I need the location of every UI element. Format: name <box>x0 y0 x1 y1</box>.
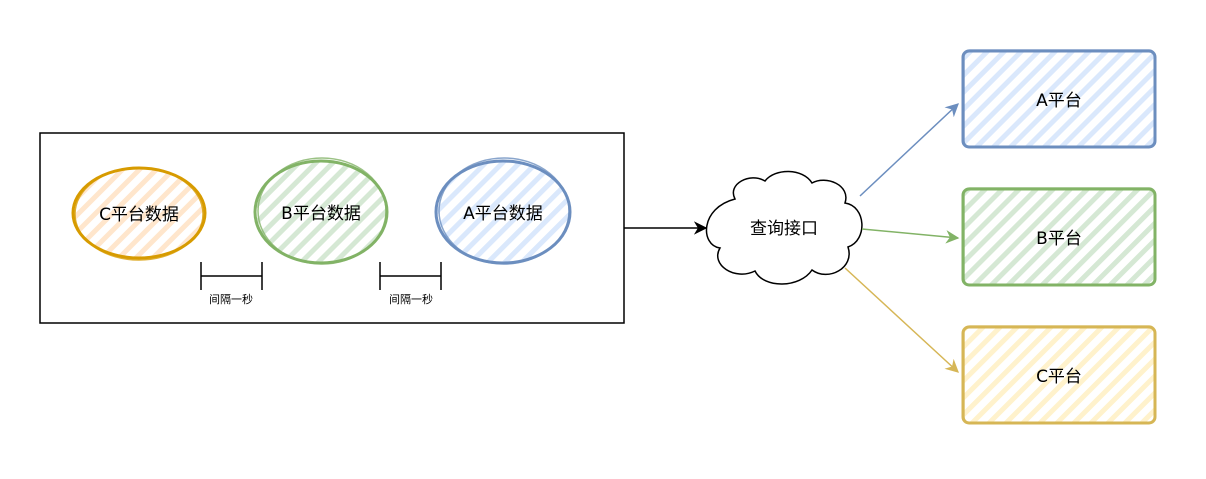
c-platform-sketch-stroke <box>963 325 1156 424</box>
b-platform-label: B平台 <box>1036 229 1082 249</box>
interval-marker-2: 间隔一秒 <box>379 262 442 306</box>
c-platform-data-sketch-stroke <box>74 167 204 261</box>
a-platform-data-label: A平台数据 <box>463 204 543 224</box>
interval-label-2: 间隔一秒 <box>389 292 433 306</box>
query-to-a-platform-arrow <box>859 103 959 197</box>
b-platform-data-label: B平台数据 <box>281 204 361 224</box>
b-platform-data-ellipse <box>253 159 389 265</box>
cloud-shape <box>705 170 863 285</box>
a-platform-data-sketch-stroke <box>438 157 570 265</box>
a-platform-sketch-stroke <box>963 49 1156 148</box>
query-to-b-platform-arrow <box>861 228 960 244</box>
b-platform-data-node[interactable]: B平台数据 <box>253 157 389 265</box>
a-platform-data-ellipse <box>434 159 572 265</box>
query-to-c-platform-arrow <box>844 267 959 373</box>
a-platform-node[interactable]: A平台 <box>961 49 1157 149</box>
b-platform-data-sketch-stroke <box>257 157 387 265</box>
a-platform-label: A平台 <box>1036 91 1082 111</box>
c-platform-data-label: C平台数据 <box>99 205 179 225</box>
interval-marker-1: 间隔一秒 <box>200 262 263 306</box>
c-platform-label: C平台 <box>1036 367 1082 387</box>
interval-label-1: 间隔一秒 <box>209 292 253 306</box>
query-interface-cloud[interactable]: 查询接口 <box>705 170 863 285</box>
c-platform-node[interactable]: C平台 <box>961 325 1157 425</box>
b-platform-sketch-stroke <box>963 187 1156 286</box>
b-platform-node[interactable]: B平台 <box>961 187 1157 287</box>
c-platform-data-node[interactable]: C平台数据 <box>71 166 207 261</box>
a-platform-data-node[interactable]: A平台数据 <box>434 157 572 265</box>
query-interface-label: 查询接口 <box>750 219 818 239</box>
